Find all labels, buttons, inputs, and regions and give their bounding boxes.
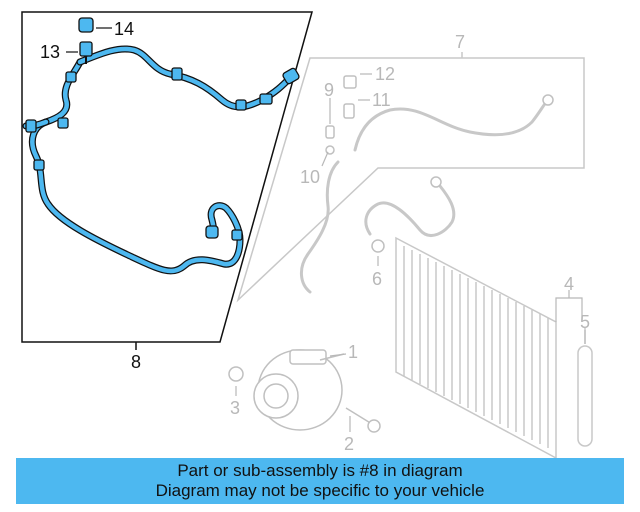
- callout-12: 12: [375, 64, 395, 84]
- faded-connectors: [228, 75, 554, 382]
- callout-3: 3: [230, 398, 240, 418]
- callout-10: 10: [300, 167, 320, 187]
- faded-assembly-box: [236, 52, 585, 303]
- callout-4: 4: [564, 274, 574, 294]
- hose-fittings: [25, 67, 300, 241]
- callout-1: 1: [348, 342, 358, 362]
- faded-compressor: [253, 349, 345, 431]
- callout-8: 8: [131, 352, 141, 372]
- callout-13: 13: [40, 42, 60, 62]
- faded-receiver-drier: [577, 328, 593, 447]
- highlighted-section-box: [21, 11, 313, 350]
- callout-11: 11: [372, 90, 391, 110]
- callout-7: 7: [455, 32, 465, 52]
- banner-line-2: Diagram may not be specific to your vehi…: [155, 481, 485, 500]
- callout-14: 14: [114, 19, 134, 39]
- callout-6: 6: [372, 269, 382, 289]
- callout-2: 2: [344, 434, 354, 454]
- service-valve: [79, 41, 93, 64]
- callout-9: 9: [324, 80, 334, 100]
- leader-lines: [66, 27, 112, 53]
- faded-bolt: [345, 407, 381, 433]
- faded-leader-lines: [235, 73, 586, 432]
- banner-line-1: Part or sub-assembly is #8 in diagram: [177, 461, 463, 480]
- callout-5: 5: [580, 312, 590, 332]
- faded-ac-lines: [300, 98, 550, 294]
- ac-hose-assembly: [22, 45, 294, 275]
- service-valve-cap: [78, 17, 94, 33]
- faded-condenser: [395, 236, 557, 460]
- info-banner: Part or sub-assembly is #8 in diagram Di…: [16, 458, 624, 504]
